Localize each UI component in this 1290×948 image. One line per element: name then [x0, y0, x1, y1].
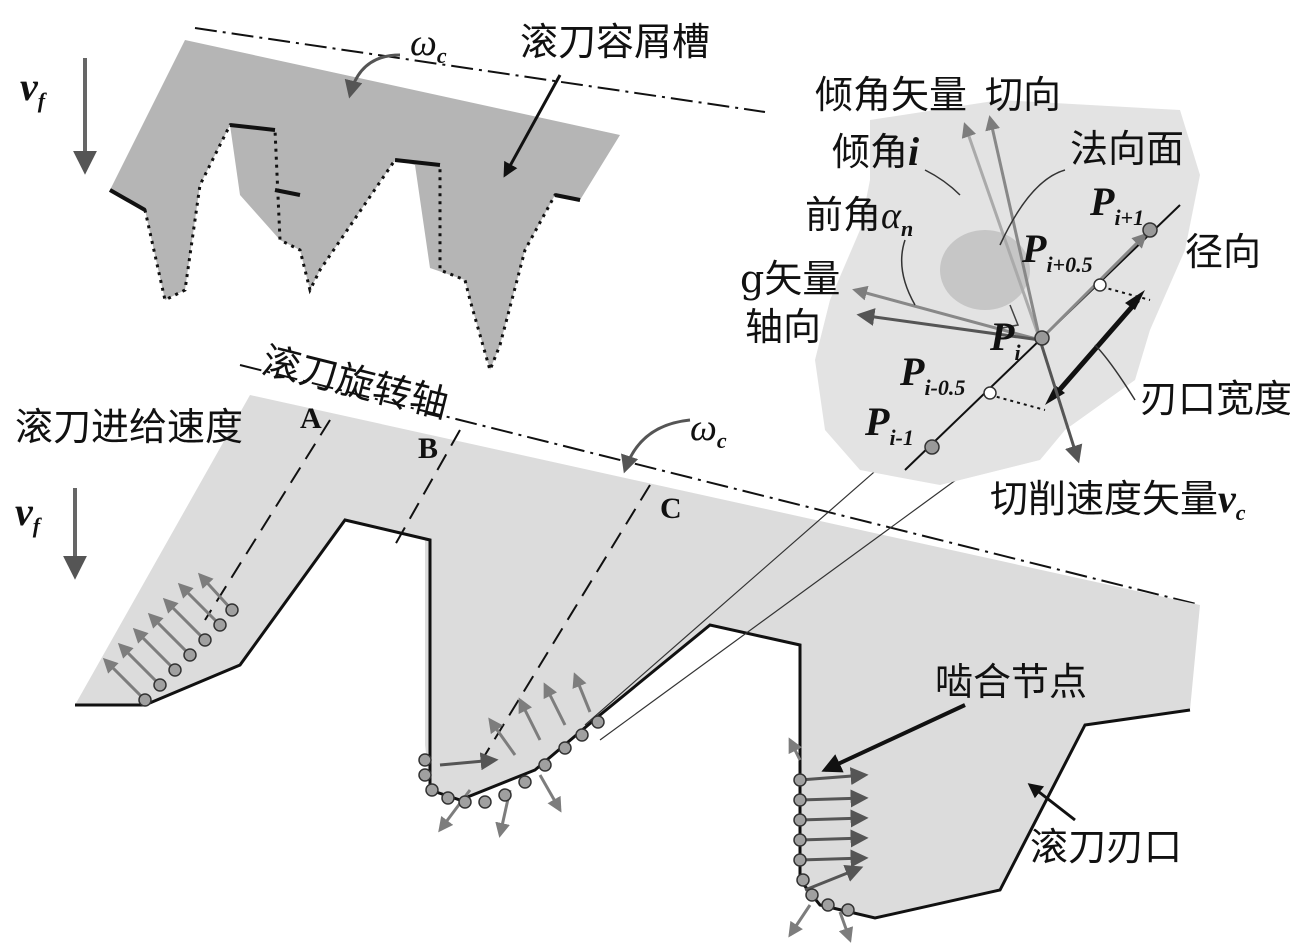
- label-rake-angle: 前角αn: [805, 193, 913, 241]
- engagement-label-arrow: [821, 703, 966, 773]
- hob-profile-bottom: A B C 滚刀旋转轴 滚刀进给速度 vf ωc: [15, 338, 1201, 943]
- label-radial: 径向: [1185, 230, 1261, 274]
- gash-label-arrow: [503, 74, 562, 178]
- radial-vector: [1038, 232, 1148, 342]
- rake-angle-leader: [900, 239, 916, 306]
- point-p-i-plus-half: [1093, 278, 1107, 292]
- vf-bottom-symbol: vf: [15, 489, 43, 538]
- label-incline-angle: 倾角i: [832, 129, 919, 174]
- label-engagement-nodes: 啮合节点: [935, 660, 1087, 704]
- rotation-arrow-top: [344, 53, 401, 99]
- label-feed-speed: 滚刀进给速度: [15, 405, 243, 449]
- label-tangential: 切向: [985, 73, 1061, 117]
- point-p-i-plus-1: [1142, 222, 1158, 238]
- incline-vector: [961, 122, 1042, 341]
- vf-top-symbol: vf: [20, 64, 48, 113]
- gash-axis-line: [194, 27, 766, 113]
- section-label-b: B: [418, 432, 438, 465]
- label-p-i: Pi: [989, 314, 1021, 365]
- width-guide-bottom: [989, 394, 1046, 411]
- label-p-i-minus-half: Pi-0.5: [899, 349, 965, 400]
- hob-body: [75, 395, 1200, 918]
- axial-vector: [856, 308, 1041, 342]
- gash-edge-dotted: [109, 123, 581, 375]
- point-p-i-minus-half: [983, 386, 997, 400]
- hob-edge-label-arrow: [1027, 783, 1076, 822]
- edge-inset: Pi+1 Pi+0.5 Pi Pi-0.5 Pi-1 倾角矢量 切向 倾角i 法…: [740, 73, 1290, 525]
- rotation-arrow-bottom: [621, 418, 691, 474]
- gash-body: [110, 40, 620, 370]
- label-gash: 滚刀容屑槽: [520, 20, 710, 64]
- label-p-i-plus-half: Pi+0.5: [1021, 226, 1093, 277]
- g-vector: [852, 285, 1041, 342]
- label-g-vector: g矢量: [740, 257, 840, 301]
- label-normal-plane: 法向面: [1070, 127, 1184, 171]
- label-cutting-speed: 切削速度矢量vc: [990, 476, 1246, 525]
- tooth2-nodes: [418, 672, 605, 838]
- section-line-c: [484, 484, 651, 756]
- tooth3-nodes: [788, 737, 869, 943]
- right-angle-mark: [1001, 304, 1020, 329]
- section-line-b: [394, 429, 461, 546]
- label-axial: 轴向: [745, 305, 821, 349]
- zoom-line-2: [599, 454, 991, 741]
- section-label-a: A: [300, 402, 322, 435]
- label-p-i-plus-1: Pi+1: [1089, 179, 1144, 230]
- omega-bottom-symbol: ωc: [690, 407, 727, 453]
- gash-edge-solid: [109, 123, 581, 212]
- label-hob-edge: 滚刀刃口: [1030, 825, 1182, 869]
- tooth1-nodes: [102, 572, 239, 707]
- edge-width-leader: [1094, 344, 1136, 401]
- label-p-i-minus-1: Pi-1: [864, 399, 914, 450]
- hob-gash-top: vf ωc 滚刀容屑槽: [20, 20, 766, 375]
- section-label-c: C: [660, 492, 682, 525]
- section-line-a: [204, 419, 331, 621]
- incline-angle-leader: [924, 169, 961, 196]
- hob-edge: [75, 518, 1191, 920]
- tangential-vector: [985, 115, 1042, 341]
- label-edge-width: 刃口宽度: [1140, 377, 1290, 421]
- rotation-axis-line: [239, 364, 1201, 606]
- label-incline-vector: 倾角矢量: [815, 73, 967, 117]
- normal-plane-leader: [999, 169, 1066, 246]
- point-p-i-minus-1: [924, 439, 940, 455]
- omega-top-symbol: ωc: [410, 22, 447, 68]
- point-p-i: [1034, 330, 1050, 346]
- cutting-speed-vector: [1038, 339, 1083, 464]
